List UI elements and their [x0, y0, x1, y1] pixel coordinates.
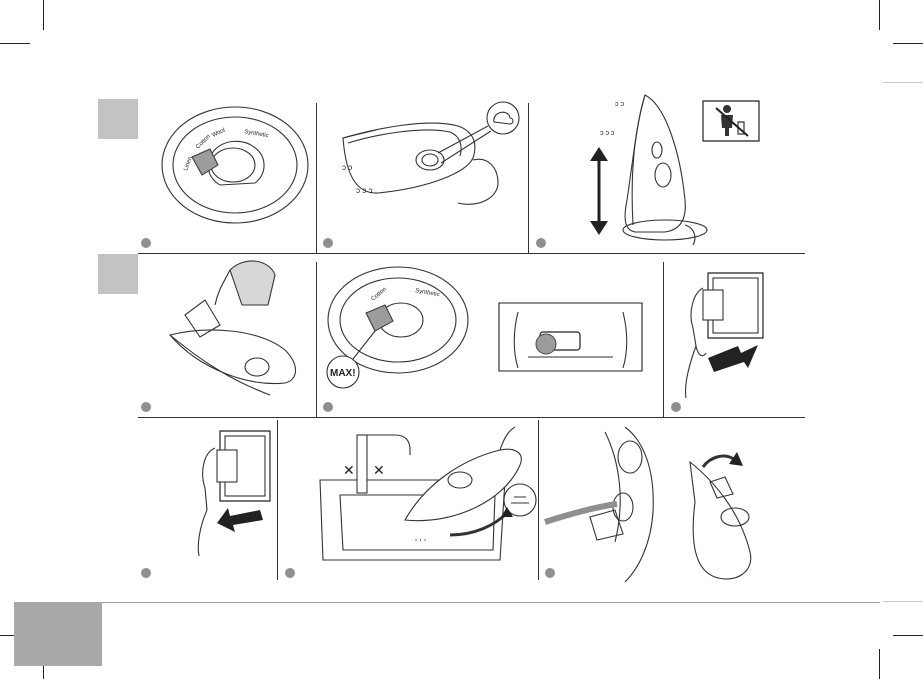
steam-puffs-3: ↄ ↄ [615, 101, 624, 108]
crop-mark-tr-v [879, 0, 880, 30]
divider-r2-b [663, 262, 664, 417]
sink-rinse-illustration: ✕ ✕ ‚ ‚ ‚ [315, 425, 535, 560]
step-dot-8 [285, 568, 295, 578]
dial-label-synthetic: Synthetic [244, 129, 269, 139]
dial-label-wool: Wool [211, 128, 226, 139]
crop-mark-br-v [879, 649, 880, 679]
crop-mark-tl-h [0, 43, 30, 44]
divider-r1-b [528, 103, 529, 253]
water-level-dial-illustration: MAX! Cotton Synthetic [323, 265, 473, 390]
footer-rule [14, 602, 880, 603]
step-dot-3 [536, 238, 546, 248]
water-tank-window-illustration [498, 302, 643, 372]
dial2-label-synthetic: Synthetic [415, 288, 440, 298]
tap-handle-left: ✕ [343, 462, 355, 478]
footer-page-block [14, 602, 102, 666]
row-divider-2 [138, 417, 805, 418]
margin-tick-right-1 [883, 82, 923, 83]
step-dot-2 [323, 238, 333, 248]
divider-r1-a [316, 103, 317, 253]
dial-label-cotton: Cotton [195, 134, 212, 151]
plug-in-illustration [678, 268, 768, 400]
step-dot-4 [141, 402, 151, 412]
iron-steam-illustration: ↄ ↄ ↄ ↄ ↄ [342, 98, 523, 228]
step-dot-9 [545, 568, 555, 578]
dial2-label-cotton: Cotton [370, 287, 387, 303]
crop-mark-tr-h [893, 43, 923, 44]
crop-mark-br-h [893, 635, 923, 636]
step-dot-5 [323, 402, 333, 412]
dial-label-linen: Linen [183, 156, 194, 172]
divider-r3-a [277, 420, 278, 580]
max-label: MAX! [330, 368, 356, 379]
steam-puffs-4: ↄ ↄ ↄ [600, 130, 615, 137]
margin-tick-right-2 [883, 601, 923, 602]
up-down-arrow-icon [590, 147, 608, 235]
temperature-dial-illustration: Linen Cotton Wool Synthetic [160, 105, 310, 225]
steam-puffs-2: ↄ ↄ ↄ [356, 186, 372, 195]
section-marker-2 [98, 254, 138, 294]
crop-mark-tl-v [43, 0, 44, 30]
row-divider-1 [138, 253, 805, 254]
divider-r2-a [316, 262, 317, 417]
iron-upright-illustration: ↄ ↄ ↄ ↄ ↄ [600, 90, 705, 248]
step-dot-6 [671, 402, 681, 412]
divider-r3-b [538, 420, 539, 580]
water-drops: ‚ ‚ ‚ [415, 532, 426, 542]
tap-handle-right: ✕ [373, 462, 385, 478]
unplug-illustration [185, 428, 275, 558]
steam-puffs: ↄ ↄ [342, 163, 352, 172]
fill-water-illustration [160, 255, 310, 410]
no-child-warning-icon [702, 100, 760, 142]
step-dot-1 [141, 238, 151, 248]
section-marker-1 [98, 99, 138, 139]
calc-clean-illustration [545, 422, 835, 587]
step-dot-7 [141, 568, 151, 578]
